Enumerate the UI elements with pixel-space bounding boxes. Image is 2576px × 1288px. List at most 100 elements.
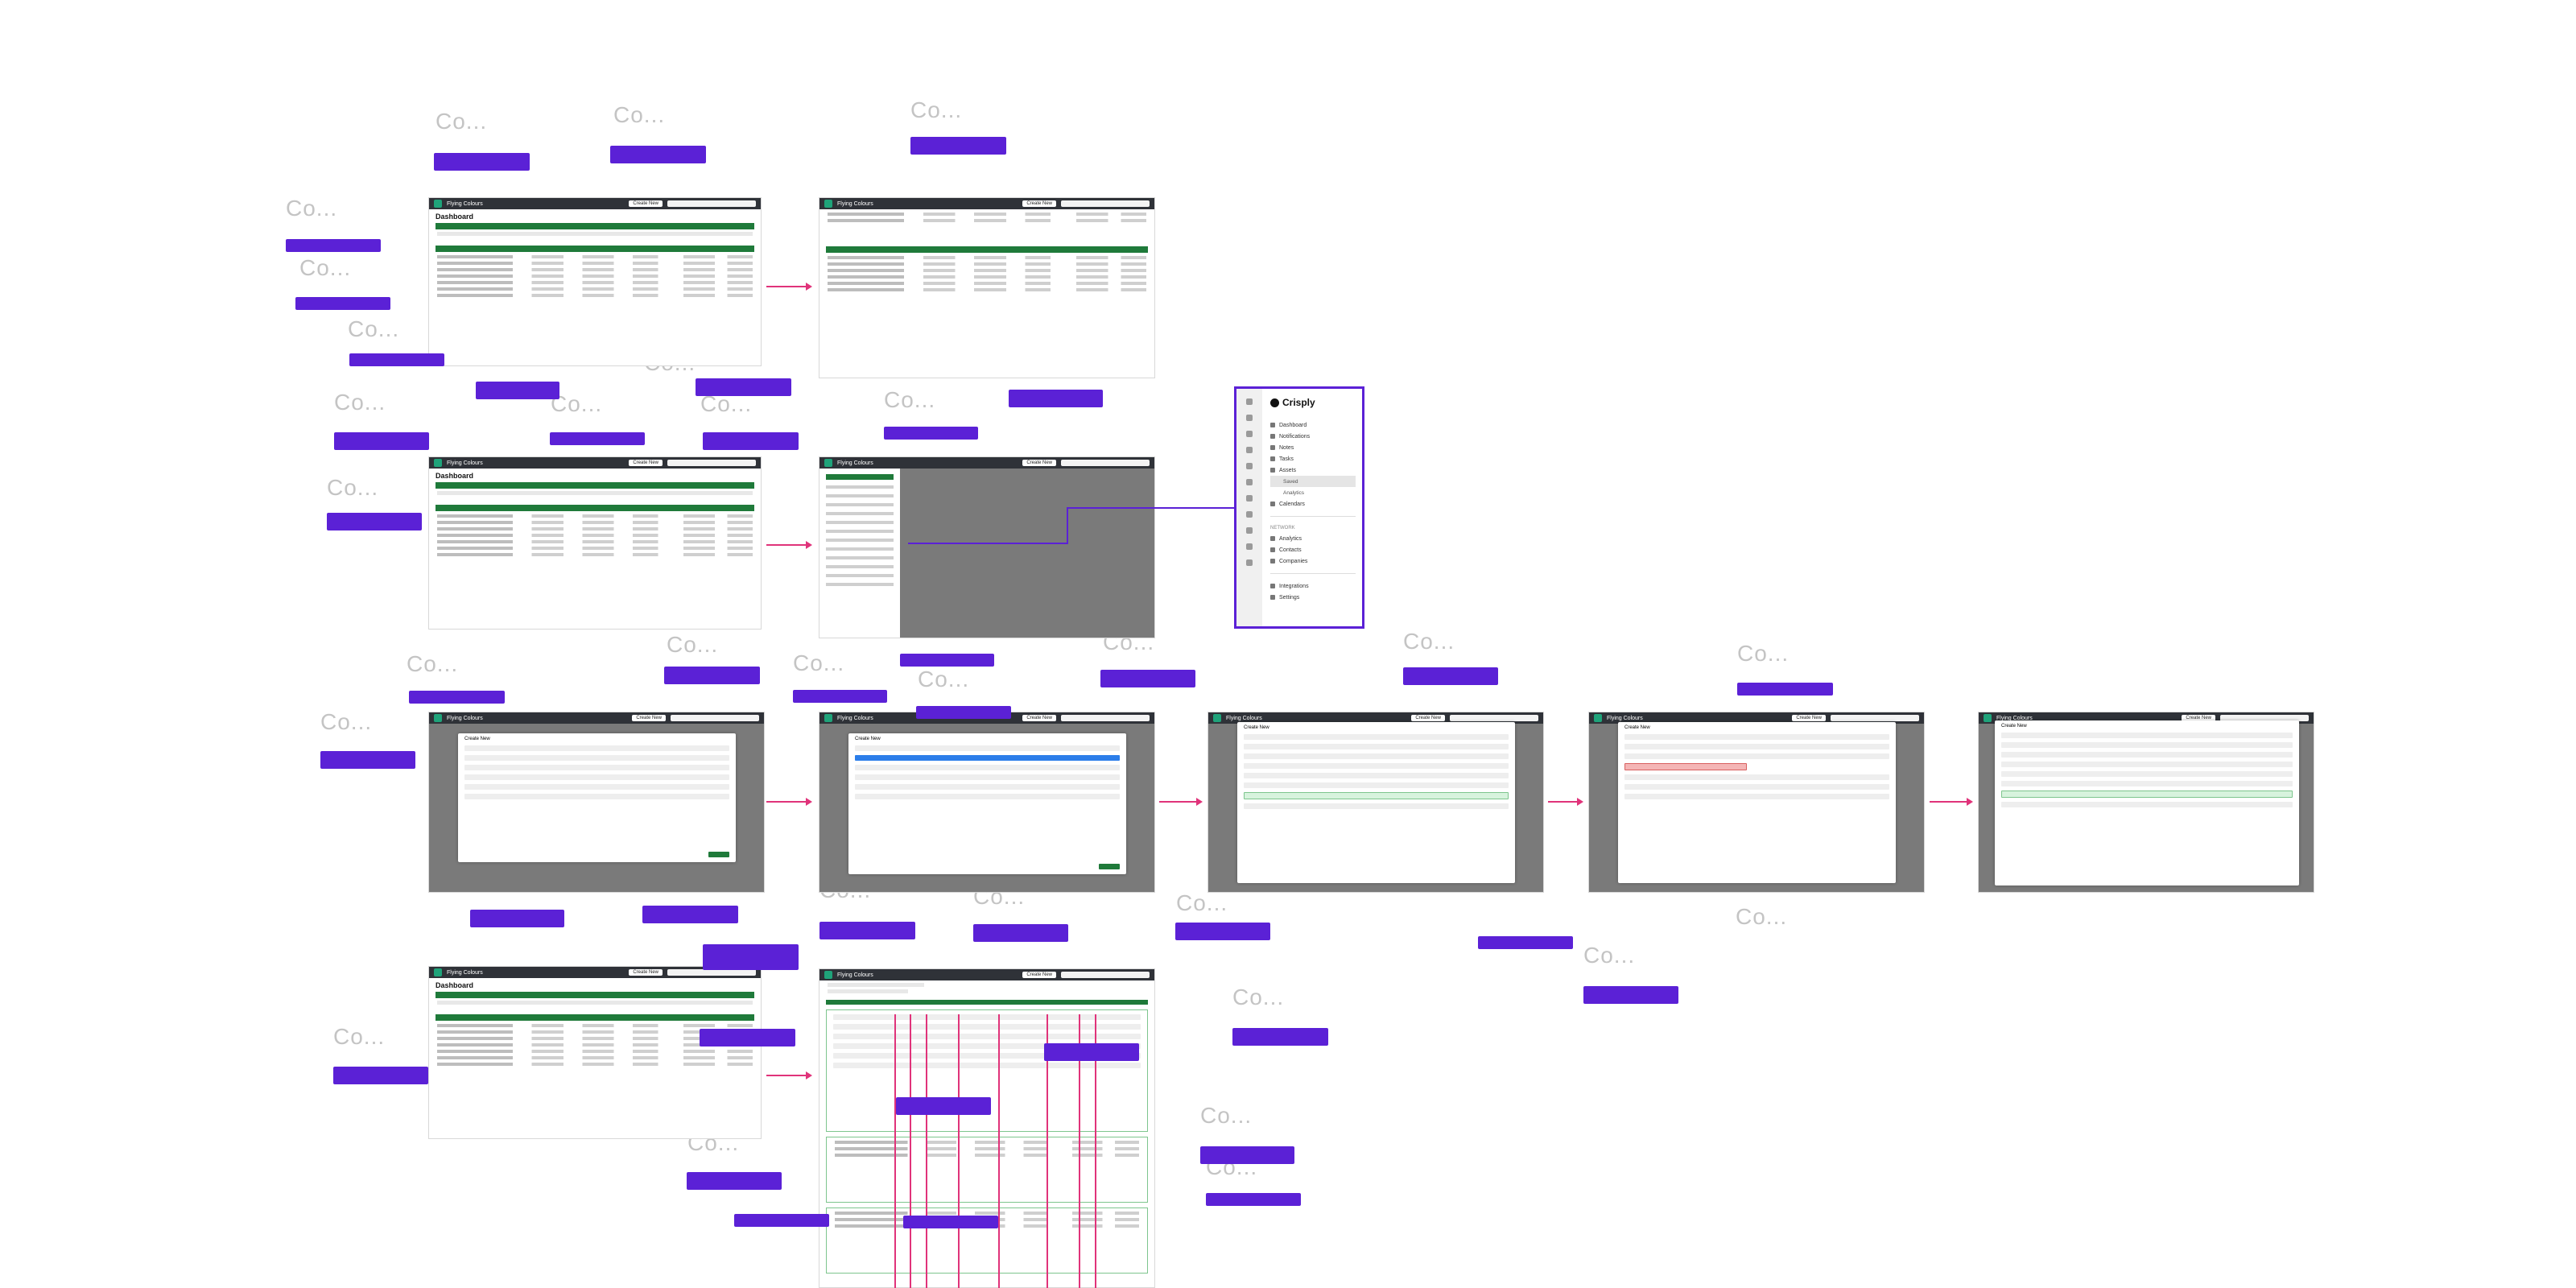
comment-note[interactable]	[896, 1097, 991, 1115]
search-input[interactable]	[667, 460, 756, 466]
create-new-button[interactable]: Create New	[1022, 200, 1056, 207]
comment-note[interactable]	[349, 353, 444, 366]
tab-bar[interactable]	[826, 1000, 1148, 1005]
comment-note[interactable]	[1175, 923, 1270, 940]
sidebar-item-integrations[interactable]: Integrations	[1270, 580, 1356, 592]
form-field[interactable]	[1624, 794, 1889, 799]
comment-label[interactable]: Co...	[1176, 890, 1228, 915]
table-row[interactable]	[828, 219, 1146, 222]
comment-note[interactable]	[903, 1216, 998, 1228]
dropdown-option-selected[interactable]	[855, 755, 1120, 761]
comment-label[interactable]: Co...	[667, 632, 719, 657]
drawer-item[interactable]	[826, 547, 894, 551]
create-new-button[interactable]: Create New	[1022, 972, 1056, 978]
form-field[interactable]	[855, 784, 1120, 790]
create-new-button[interactable]: Create New	[629, 969, 663, 976]
sidebar-item-tasks[interactable]: Tasks	[1270, 453, 1356, 464]
table-row[interactable]	[437, 547, 753, 550]
comment-note[interactable]	[793, 690, 887, 703]
table-row[interactable]	[437, 553, 753, 556]
table-row[interactable]	[828, 275, 1146, 279]
drawer-item[interactable]	[826, 556, 894, 559]
form-field[interactable]	[464, 774, 729, 780]
form-field[interactable]	[1244, 773, 1509, 778]
table-row[interactable]	[437, 275, 753, 278]
form-field[interactable]	[2001, 742, 2293, 748]
table-row[interactable]	[437, 1037, 753, 1040]
comment-note[interactable]	[434, 153, 530, 171]
table-row[interactable]	[828, 256, 1146, 259]
drawer-item[interactable]	[826, 474, 894, 480]
table-row[interactable]	[437, 268, 753, 271]
type-select[interactable]	[855, 745, 1120, 751]
search-input[interactable]	[1061, 972, 1150, 978]
comment-label[interactable]: Co...	[334, 390, 386, 415]
comment-note[interactable]	[687, 1172, 782, 1190]
rail-icon[interactable]	[1246, 415, 1253, 421]
drawer-item[interactable]	[826, 539, 894, 542]
table-row[interactable]	[835, 1212, 1139, 1215]
table-row[interactable]	[437, 521, 753, 524]
comment-label[interactable]: Co...	[299, 255, 352, 280]
search-input[interactable]	[1450, 715, 1538, 721]
search-input[interactable]	[1061, 200, 1150, 207]
comment-note[interactable]	[973, 924, 1068, 942]
table-row[interactable]	[437, 527, 753, 530]
comment-label[interactable]: Co...	[1232, 985, 1285, 1009]
success-field[interactable]	[2001, 791, 2293, 798]
comment-note[interactable]	[1478, 936, 1573, 949]
create-new-button[interactable]: Create New	[629, 200, 663, 207]
search-input[interactable]	[1061, 460, 1150, 466]
comment-label[interactable]: Co...	[436, 109, 488, 134]
comment-label[interactable]: Co...	[884, 387, 936, 412]
create-new-button[interactable]: Create New	[1022, 715, 1056, 721]
comment-note[interactable]	[1009, 390, 1103, 407]
comment-note[interactable]	[1232, 1028, 1328, 1046]
sidebar-item-assets[interactable]: Assets	[1270, 464, 1356, 476]
comment-label[interactable]: Co...	[348, 316, 400, 341]
comment-note[interactable]	[1583, 986, 1678, 1004]
comment-note[interactable]	[1403, 667, 1498, 685]
table-row[interactable]	[835, 1141, 1139, 1144]
form-field[interactable]	[855, 794, 1120, 799]
drawer-item[interactable]	[826, 512, 894, 515]
comment-note[interactable]	[1737, 683, 1833, 696]
form-field[interactable]	[855, 774, 1120, 780]
form-field[interactable]	[1244, 763, 1509, 769]
form-field[interactable]	[1624, 774, 1889, 780]
comment-label[interactable]: Co...	[1583, 943, 1636, 968]
search-input[interactable]	[667, 200, 756, 207]
comment-note[interactable]	[916, 706, 1011, 719]
create-new-button[interactable]: Create New	[629, 460, 663, 466]
sidebar-subitem-saved[interactable]: Saved	[1270, 476, 1356, 487]
rail-icon[interactable]	[1246, 527, 1253, 534]
search-input[interactable]	[1061, 715, 1150, 721]
comment-note[interactable]	[900, 654, 994, 667]
comment-note[interactable]	[1100, 670, 1195, 687]
table-row[interactable]	[828, 288, 1146, 291]
form-field[interactable]	[2001, 802, 2293, 807]
form-field[interactable]	[1244, 744, 1509, 749]
error-field[interactable]	[1624, 763, 1747, 770]
comment-note[interactable]	[734, 1214, 829, 1227]
comment-note[interactable]	[295, 297, 390, 310]
drawer-item[interactable]	[826, 503, 894, 506]
submit-button[interactable]	[708, 852, 729, 857]
form-field[interactable]	[2001, 733, 2293, 738]
table-row[interactable]	[437, 534, 753, 537]
comment-label[interactable]: Co...	[793, 650, 845, 675]
table-row[interactable]	[437, 281, 753, 284]
form-field[interactable]	[464, 745, 729, 751]
table-row[interactable]	[437, 514, 753, 518]
drawer-item[interactable]	[826, 565, 894, 568]
table-row[interactable]	[437, 1050, 753, 1053]
table-row[interactable]	[835, 1147, 1139, 1150]
comment-note[interactable]	[334, 432, 429, 450]
create-new-button[interactable]: Create New	[632, 715, 666, 721]
form-field[interactable]	[833, 1034, 1141, 1039]
form-field[interactable]	[2001, 771, 2293, 777]
rail-icon[interactable]	[1246, 479, 1253, 485]
comment-note[interactable]	[333, 1067, 428, 1084]
rail-icon[interactable]	[1246, 511, 1253, 518]
drawer-item[interactable]	[826, 574, 894, 577]
